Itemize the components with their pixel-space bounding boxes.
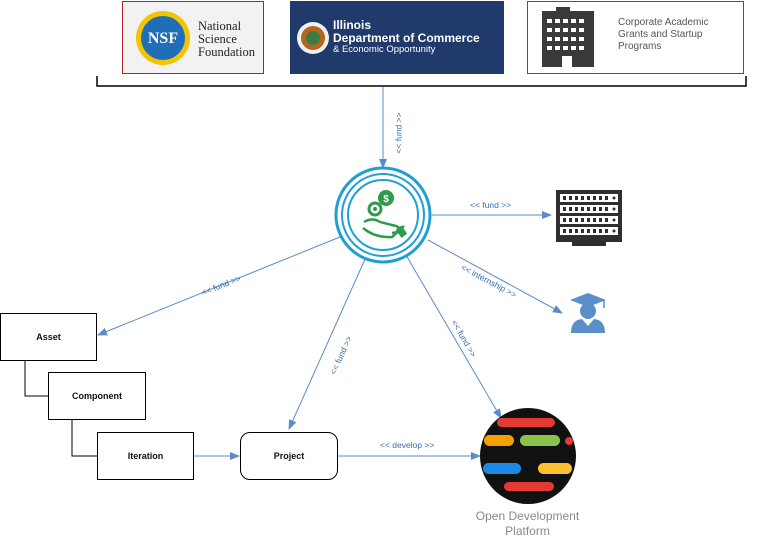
- edge-internship: [427, 239, 563, 314]
- platform-caption-line2: Platform: [505, 524, 550, 538]
- asset-component-connector: [24, 361, 48, 397]
- corporate-text: Corporate Academic Grants and Startup Pr…: [618, 17, 709, 52]
- nsf-logo-text: NSF: [148, 30, 178, 47]
- server-rack-icon: [556, 190, 622, 246]
- edge-fund-platform: [405, 254, 502, 419]
- iteration-node[interactable]: Iteration: [97, 432, 194, 480]
- platform-logo-icon: [480, 408, 576, 504]
- sponsors-bracket: [96, 76, 747, 87]
- nsf-sponsor: NSF National Science Foundation: [122, 1, 264, 74]
- nsf-name-line1: National: [198, 19, 242, 33]
- illinois-line1: Illinois: [333, 18, 372, 32]
- illinois-seal-icon: [297, 22, 329, 54]
- nsf-name-line3: Foundation: [198, 45, 255, 59]
- platform-caption-line1: Open Development: [475, 509, 580, 523]
- graduate-icon: [570, 293, 606, 333]
- edge-fund-asset: [97, 236, 341, 336]
- illinois-line3: & Economic Opportunity: [333, 44, 436, 55]
- building-icon: [542, 7, 594, 67]
- edge-label-fund-top: << fund >>: [393, 112, 404, 154]
- nsf-name: National Science Foundation: [198, 20, 255, 59]
- nsf-seal-icon: NSF: [136, 11, 190, 65]
- funding-hand-icon: $: [334, 166, 432, 264]
- illinois-line2: Department of Commerce: [333, 31, 480, 45]
- project-node[interactable]: Project: [240, 432, 338, 480]
- platform-caption: Open Development Platform: [455, 509, 600, 539]
- edge-label-fund-infra: << fund >>: [470, 200, 512, 210]
- corporate-sponsor: Corporate Academic Grants and Startup Pr…: [527, 1, 744, 74]
- component-iteration-connector: [71, 420, 97, 457]
- illinois-sponsor: Illinois Department of Commerce & Econom…: [290, 1, 504, 74]
- edge-fund-project: [288, 256, 367, 430]
- asset-node[interactable]: Asset: [0, 313, 97, 361]
- nsf-name-line2: Science: [198, 32, 237, 46]
- component-node[interactable]: Component: [48, 372, 146, 420]
- edge-label-develop: << develop >>: [380, 440, 435, 450]
- svg-text:$: $: [383, 194, 389, 205]
